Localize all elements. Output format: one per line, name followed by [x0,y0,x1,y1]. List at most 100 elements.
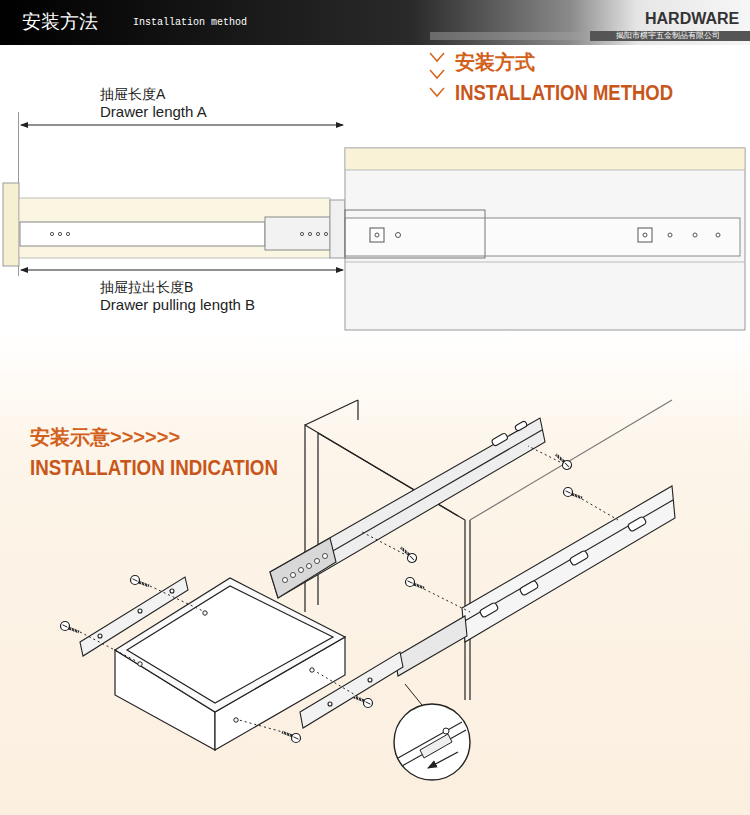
brand-name: HARDWARE [645,10,739,28]
illustration-path [420,734,452,758]
illustration-rect [514,420,527,431]
illustration-path [430,88,444,96]
illustration-use [406,578,425,590]
illustration-rect [590,31,750,41]
illustration-rect [430,32,590,40]
lower-slide [395,486,675,676]
illustration-rect [491,433,508,447]
screws [61,454,583,743]
illustration-rect [370,228,384,242]
illustration-rect [3,183,19,266]
illustration-rect [345,210,485,258]
illustration-path [115,578,345,712]
illustration-use [397,547,418,564]
illustration-circle [693,233,697,237]
illustration-g [479,516,647,618]
illustration-line [21,269,343,270]
dimension-label: 抽屉长度A [100,86,165,102]
illustration-line [405,684,422,705]
illustration-circle [668,233,672,237]
illustration-circle [283,578,288,583]
magnifier [394,684,470,780]
illustration-use [61,622,80,634]
illustration-circle [170,589,174,593]
illustration-circle [138,609,142,613]
illustration-rect [330,200,345,258]
illustration-path [362,532,404,554]
screw-guides [80,446,618,734]
section-heading: INSTALLATION METHOD [455,80,673,105]
header-bar [0,0,750,45]
illustration-g [98,589,372,706]
illustration-rect [345,148,745,170]
illustration-circle [300,232,303,235]
illustration-g [138,611,314,722]
illustration-circle [323,554,328,559]
illustration-circle [66,232,69,235]
chevrons [430,53,444,96]
upper-slide [270,418,545,598]
illustration-circle [58,232,61,235]
illustration-path [463,500,673,622]
dimension-label: Drawer pulling length B [100,296,255,313]
illustration-path [80,577,188,656]
illustration-path [395,616,467,676]
illustration-rect [519,580,539,596]
drawer-rails [80,577,403,728]
dimension-label: Drawer length A [100,103,207,120]
side-view [3,112,745,330]
company-name: 揭阳市横宇五金制品有限公司 [616,31,720,40]
illustration-circle [50,232,53,235]
illustration-circle [324,232,327,235]
section-heading: 安装方式 [455,51,535,74]
illustration-line [345,262,745,263]
section-heading: 安装示意>>>>>> [30,426,180,449]
illustration-g [283,554,328,583]
dimension-label: 抽屉拉出长度B [100,279,193,295]
illustration-path [274,430,542,585]
illustration-g [370,228,720,242]
illustration-circle [328,702,332,706]
illustration-rect [479,602,499,618]
illustration-circle [368,678,372,682]
illustration-use [354,696,373,708]
illustration-path [462,486,675,642]
illustration-rect [638,228,652,242]
illustration-rect [569,550,589,566]
illustration-path [300,652,403,728]
illustration-circle [396,233,401,238]
illustration-line [428,752,458,768]
illustration-circle [203,611,207,615]
illustration-path [398,722,462,758]
illustration-rect [627,516,647,532]
illustration-path [270,418,545,598]
illustration-path [315,671,362,699]
illustration-circle [138,662,142,666]
illustration-circle [310,668,314,672]
illustration-path [305,400,358,425]
illustration-line [21,124,343,125]
illustration-g [50,232,327,235]
illustration-circle [299,568,304,573]
illustration-circle [443,728,449,734]
illustration-rect [265,217,330,250]
illustration-use [552,454,573,471]
illustration-circle [375,233,379,237]
illustration-circle [716,233,720,237]
illustration-rect [345,218,740,256]
illustration-circle [98,634,102,638]
illustration-path [150,586,203,611]
illustration-path [528,446,560,462]
illustration-path [357,400,358,420]
illustration-use [131,576,150,588]
illustration-path [270,538,336,598]
illustration-circle [316,232,319,235]
illustration-circle [307,564,312,569]
illustration-path [80,632,138,662]
illustration-circle [234,718,238,722]
illustration-use [282,731,301,743]
header-title: 安装方法 [22,11,98,33]
illustration-rect [0,0,750,45]
illustration-circle [394,704,470,780]
